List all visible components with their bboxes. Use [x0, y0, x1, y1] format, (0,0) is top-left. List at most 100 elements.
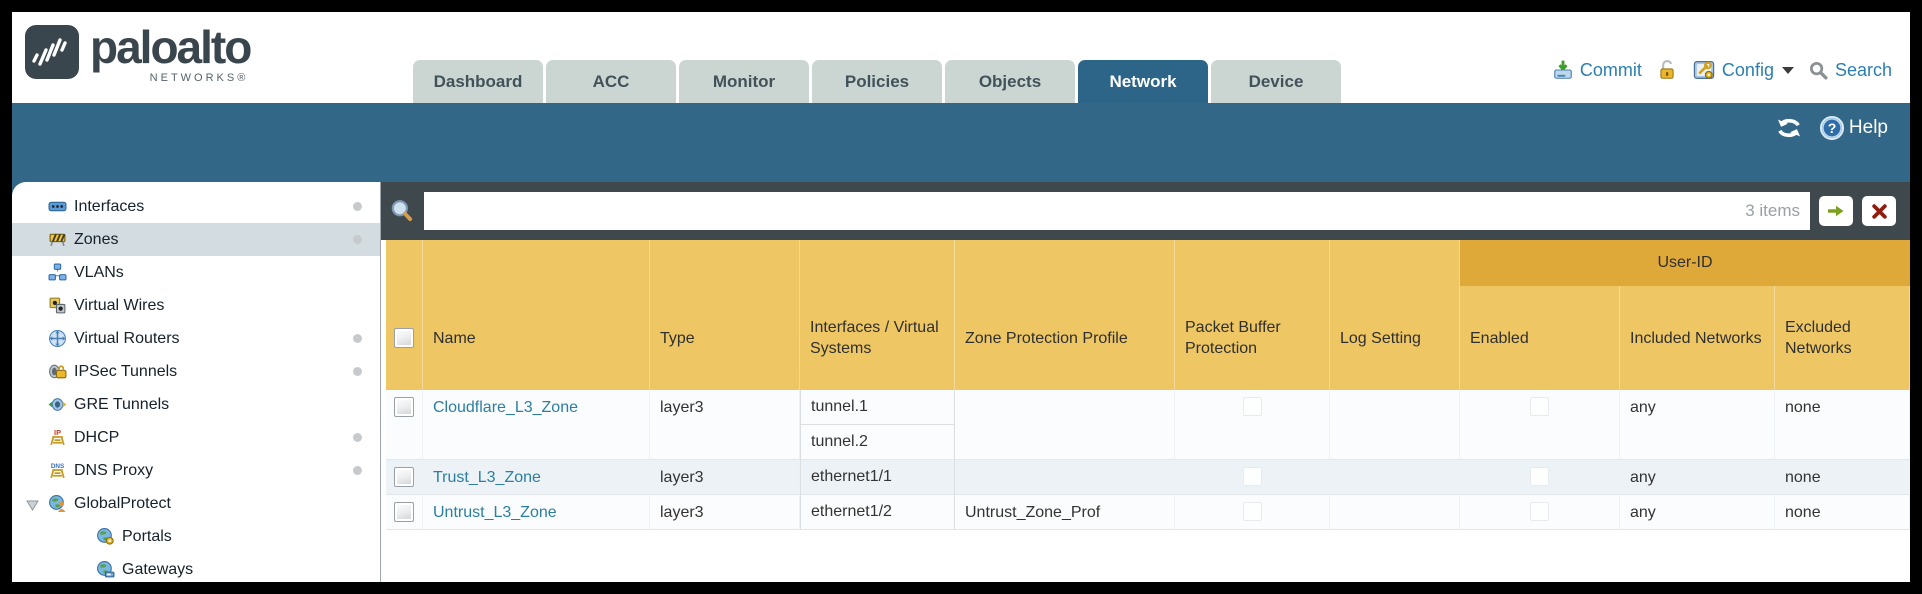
filter-input[interactable] [424, 202, 1746, 220]
zone-name-cell: Untrust_L3_Zone [423, 495, 650, 530]
row-checkbox[interactable] [394, 502, 414, 522]
sidebar-item-vlans[interactable]: VLANs [12, 256, 380, 289]
svg-text:IP: IP [54, 428, 61, 437]
user-id-enabled-checkbox[interactable] [1530, 467, 1549, 486]
tree-expander-icon[interactable] [26, 498, 39, 511]
status-dot-icon [353, 235, 362, 244]
search-label: Search [1834, 59, 1892, 80]
tab-policies[interactable]: Policies [812, 60, 942, 103]
select-all-checkbox[interactable] [394, 328, 414, 348]
sidebar-item-label: Portals [122, 527, 172, 545]
sidebar-item-virtual-wires[interactable]: Virtual Wires [12, 289, 380, 322]
tab-objects[interactable]: Objects [945, 60, 1075, 103]
tab-acc[interactable]: ACC [546, 60, 676, 103]
commit-icon [1554, 60, 1572, 79]
col-header-included-networks[interactable]: Included Networks [1620, 286, 1775, 390]
included-networks-cell: any [1620, 460, 1775, 495]
col-header-interfaces[interactable]: Interfaces / Virtual Systems [800, 240, 955, 390]
row-checkbox[interactable] [394, 397, 414, 417]
sidebar-item-portals[interactable]: Portals [12, 520, 380, 553]
items-count: 3 items [1745, 201, 1800, 220]
tab-network[interactable]: Network [1078, 60, 1208, 103]
zone-type-cell: layer3 [650, 460, 800, 495]
zone-interfaces-cell: ethernet1/2 [800, 495, 955, 530]
status-dot-icon [353, 202, 362, 211]
zone-name-link[interactable]: Untrust_L3_Zone [433, 504, 557, 521]
sidebar-item-label: IPSec Tunnels [74, 362, 178, 380]
search-icon [1809, 61, 1828, 80]
config-icon [1693, 61, 1715, 79]
sidebar-item-gre-tunnels[interactable]: GRE Tunnels [12, 388, 380, 421]
tab-monitor[interactable]: Monitor [679, 60, 809, 103]
sidebar-item-virtual-routers[interactable]: Virtual Routers [12, 322, 380, 355]
row-checkbox[interactable] [394, 467, 414, 487]
commit-label: Commit [1579, 59, 1642, 80]
col-header-name[interactable]: Name [423, 240, 650, 390]
log-setting-cell [1330, 390, 1460, 460]
packet-buffer-protection-cell [1175, 495, 1330, 530]
sidebar-item-globalprotect[interactable]: GlobalProtect [12, 487, 380, 520]
excluded-networks-cell: none [1775, 390, 1910, 460]
header-actions: Commit Config [1552, 58, 1892, 82]
refresh-button[interactable] [1775, 116, 1803, 140]
user-id-enabled-checkbox[interactable] [1530, 397, 1549, 416]
zones-table: Name Type Interfaces / Virtual Systems Z… [386, 240, 1910, 530]
help-label: Help [1848, 117, 1888, 138]
col-header-packet-buffer-protection[interactable]: Packet Buffer Protection [1175, 240, 1330, 390]
zones-table-header: Name Type Interfaces / Virtual Systems Z… [386, 240, 1910, 390]
packet-buffer-protection-checkbox[interactable] [1242, 467, 1262, 486]
tab-device[interactable]: Device [1211, 60, 1341, 103]
user-id-enabled-checkbox[interactable] [1530, 502, 1549, 521]
zone-name-link[interactable]: Trust_L3_Zone [433, 469, 541, 486]
paloalto-logo: paloalto NETWORKS® [24, 22, 252, 84]
packet-buffer-protection-cell [1175, 390, 1330, 460]
global-search-button[interactable]: Search [1808, 60, 1892, 81]
sidebar-item-interfaces[interactable]: Interfaces [12, 190, 380, 223]
included-networks-cell: any [1620, 495, 1775, 530]
col-header-type[interactable]: Type [650, 240, 800, 390]
excluded-networks-cell: none [1775, 460, 1910, 495]
zone-name-link[interactable]: Cloudflare_L3_Zone [433, 399, 578, 416]
packet-buffer-protection-checkbox[interactable] [1242, 397, 1262, 416]
col-header-excluded-networks[interactable]: Excluded Networks [1775, 286, 1910, 390]
svg-text:?: ? [1828, 120, 1837, 136]
commit-button[interactable]: Commit [1552, 59, 1642, 81]
col-header-zone-protection-profile[interactable]: Zone Protection Profile [955, 240, 1175, 390]
zone-protection-profile-cell: Untrust_Zone_Prof [955, 495, 1175, 530]
col-header-enabled[interactable]: Enabled [1460, 286, 1620, 390]
tab-dashboard[interactable]: Dashboard [413, 60, 543, 103]
apply-filter-button[interactable] [1819, 196, 1853, 226]
brand-sub: NETWORKS® [149, 72, 249, 84]
gateways-icon [96, 560, 115, 579]
help-button[interactable]: ? Help [1819, 115, 1888, 141]
main-nav-tabs: Dashboard ACC Monitor Policies Objects N… [413, 60, 1341, 103]
sidebar-item-label: GRE Tunnels [74, 395, 170, 413]
sidebar-item-label: Zones [74, 230, 119, 248]
portals-icon [96, 527, 115, 546]
zone-protection-profile-cell [955, 390, 1175, 460]
chevron-down-icon [1781, 66, 1794, 74]
filter-input-box: 3 items [424, 192, 1810, 230]
sidebar-item-gateways[interactable]: Gateways [12, 553, 380, 582]
lock-button[interactable] [1656, 59, 1678, 81]
filter-bar: 3 items [381, 182, 1910, 240]
sidebar-item-label: VLANs [74, 263, 124, 281]
interface-entry: ethernet1/1 [811, 468, 892, 485]
clear-filter-button[interactable] [1862, 196, 1896, 226]
sidebar-item-zones[interactable]: Zones [12, 223, 380, 256]
zone-type-cell: layer3 [650, 390, 800, 460]
interface-entry: tunnel.2 [811, 433, 868, 450]
magnifier-icon [391, 200, 413, 222]
sidebar-item-ipsec-tunnels[interactable]: IPSec Tunnels [12, 355, 380, 388]
sidebar-item-label: Virtual Routers [74, 329, 180, 347]
main-panel: 3 items Name [381, 182, 1910, 582]
packet-buffer-protection-checkbox[interactable] [1242, 502, 1262, 521]
config-menu-button[interactable]: Config [1692, 58, 1794, 82]
col-header-log-setting[interactable]: Log Setting [1330, 240, 1460, 390]
